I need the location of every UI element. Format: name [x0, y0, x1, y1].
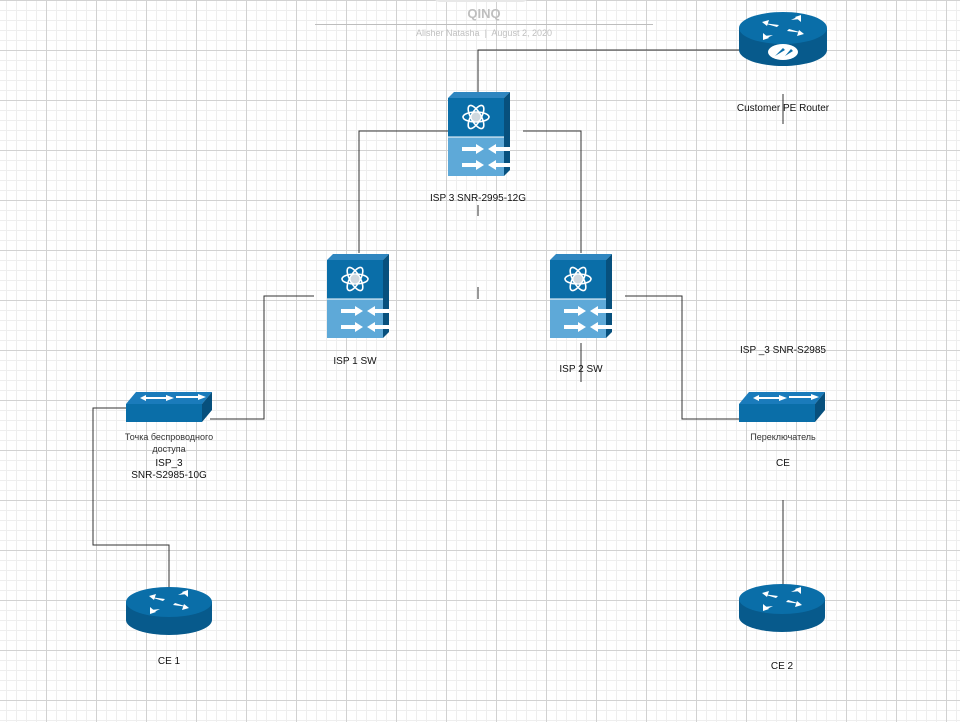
router-icon	[739, 12, 827, 66]
link-isp3-to-isp1	[358, 130, 448, 253]
right-access-line2: CE	[776, 458, 790, 469]
left-access-caption2: доступа	[152, 444, 186, 454]
left-access-caption: Точка беспроводного	[124, 432, 214, 442]
author: Alisher Natasha	[416, 28, 480, 38]
links	[92, 49, 784, 588]
right-access-caption: Переключатель	[750, 432, 816, 442]
link-left-access-to-ce1	[92, 407, 170, 588]
byline-separator: |	[484, 28, 487, 38]
link-isp1-to-left-access	[210, 295, 314, 420]
ce2-label: CE 2	[770, 661, 794, 672]
link-pe-router-to-isp3	[477, 49, 740, 92]
link-isp2-to-right-access	[625, 295, 740, 420]
diagram-title: QINQ	[467, 6, 501, 21]
date: August 2, 2020	[491, 28, 552, 38]
customer-pe-router-label: Customer PE Router	[736, 103, 830, 114]
link-isp3-to-isp2	[523, 130, 582, 253]
layer3-switch-icon	[326, 253, 390, 339]
header-rule	[315, 24, 653, 25]
layer3-switch-icon	[549, 253, 613, 339]
title-tab	[433, 0, 529, 2]
router-icon	[126, 587, 212, 635]
right-access-top-label: ISP _3 SNR-S2985	[740, 345, 826, 356]
left-access-line2: SNR-S2985-10G	[131, 470, 207, 481]
document-header: QINQ Alisher Natasha | August 2, 2020	[315, 0, 653, 42]
isp2-sw-label: ISP 2 SW	[559, 364, 603, 375]
layer3-switch-icon	[447, 91, 511, 177]
isp1-sw-label: ISP 1 SW	[333, 356, 377, 367]
ce1-label: CE 1	[157, 656, 181, 667]
workgroup-switch-icon	[126, 392, 212, 422]
router-icon	[739, 584, 825, 632]
byline: Alisher Natasha | August 2, 2020	[315, 28, 653, 38]
workgroup-switch-icon	[739, 392, 825, 422]
isp3-core-label: ISP 3 SNR-2995-12G	[430, 193, 526, 204]
left-access-line1: ISP_3	[155, 458, 183, 469]
